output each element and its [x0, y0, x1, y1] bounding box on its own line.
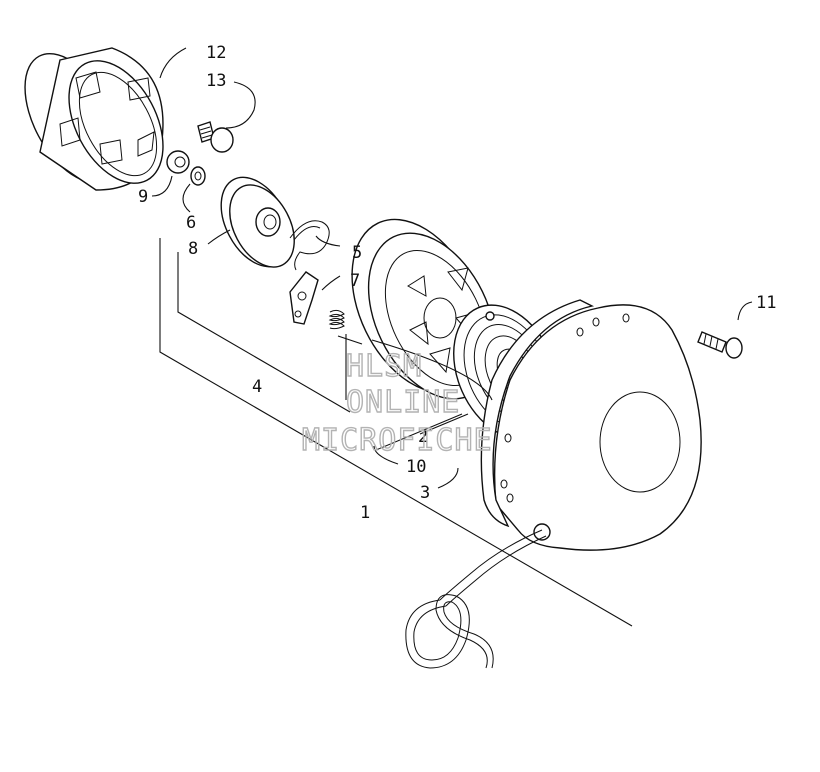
- pawl-spring-part-7: [328, 309, 345, 330]
- callout-12: 12: [206, 43, 226, 63]
- bolt-part-11: [697, 331, 743, 359]
- callout-4: 4: [252, 377, 262, 397]
- spring-clip-part-5: [289, 220, 330, 271]
- watermark-line-3: MICROFICHE: [302, 423, 493, 458]
- watermark-line-2: ONLINE: [346, 385, 460, 420]
- watermark-line-1: HLSM: [346, 349, 422, 384]
- callout-labels: 12 13 9 6 8 5 7 11 4 2 10 3 1: [138, 43, 776, 523]
- callout-13: 13: [206, 71, 226, 91]
- callout-5: 5: [352, 243, 362, 263]
- callout-11: 11: [756, 293, 776, 313]
- cup-part-12: [24, 47, 164, 191]
- callout-3: 3: [420, 483, 430, 503]
- ratchet-part-8: [220, 176, 295, 268]
- callout-1: 1: [360, 503, 370, 523]
- callout-9: 9: [138, 187, 148, 207]
- nut-part-9: [166, 150, 190, 174]
- callout-6: 6: [186, 213, 196, 233]
- watermark: HLSM ONLINE MICROFICHE: [301, 348, 493, 458]
- pawl-part-7: [289, 271, 319, 325]
- callout-2: 2: [418, 427, 428, 447]
- callout-10: 10: [406, 457, 426, 477]
- housing-part-1: [480, 299, 702, 551]
- bolt-part-13: [197, 121, 234, 153]
- assembly-axis-lines: [159, 238, 633, 627]
- leader-lines: [151, 47, 753, 489]
- callout-8: 8: [188, 239, 198, 259]
- callout-7: 7: [350, 271, 360, 291]
- washer-part-6: [190, 166, 206, 186]
- rope-part-3: [405, 529, 547, 669]
